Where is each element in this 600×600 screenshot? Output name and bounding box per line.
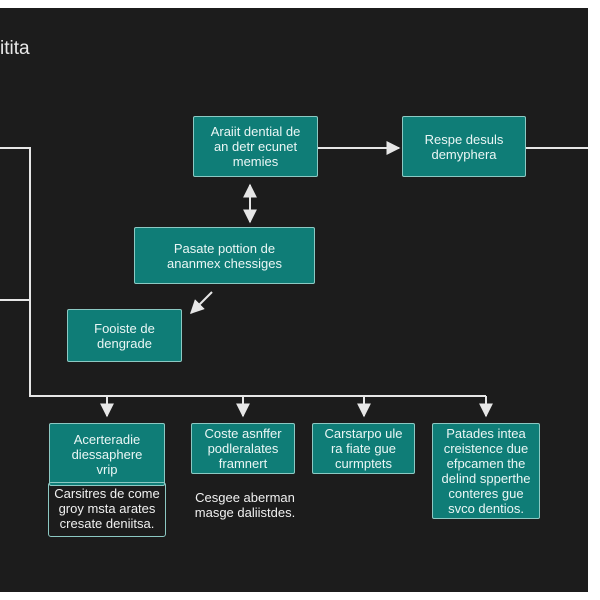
node-b3: Carstarpo ule ra fiate gue curmptets: [312, 423, 415, 474]
note-b1: Carsitres de come groy msta arates cresa…: [48, 482, 166, 537]
node-n3: Pasate pottion de ananmex chessiges: [134, 227, 315, 284]
left-trunk-line: [0, 147, 486, 397]
node-n2: Respe desuls demyphera: [402, 116, 526, 177]
node-n4: Fooiste de dengrade: [67, 309, 182, 362]
node-b1: Acerteradie diessaphere vrip: [49, 423, 165, 486]
node-n1: Araiit dential de an detr ecunet memies: [193, 116, 318, 177]
connector-lines: [0, 141, 588, 418]
diagram-canvas: itita Araiit dential de an detr ecunet m…: [0, 8, 588, 592]
node-b4: Patades intea creistence due efpcamen th…: [432, 423, 540, 519]
diagram-title: itita: [0, 38, 30, 59]
note-b2: Cesgee aberman masge daliistdes.: [194, 490, 296, 520]
node-b2: Coste asnffer podleralates framnert: [191, 423, 295, 474]
arrow-n3-n4: [190, 291, 213, 314]
